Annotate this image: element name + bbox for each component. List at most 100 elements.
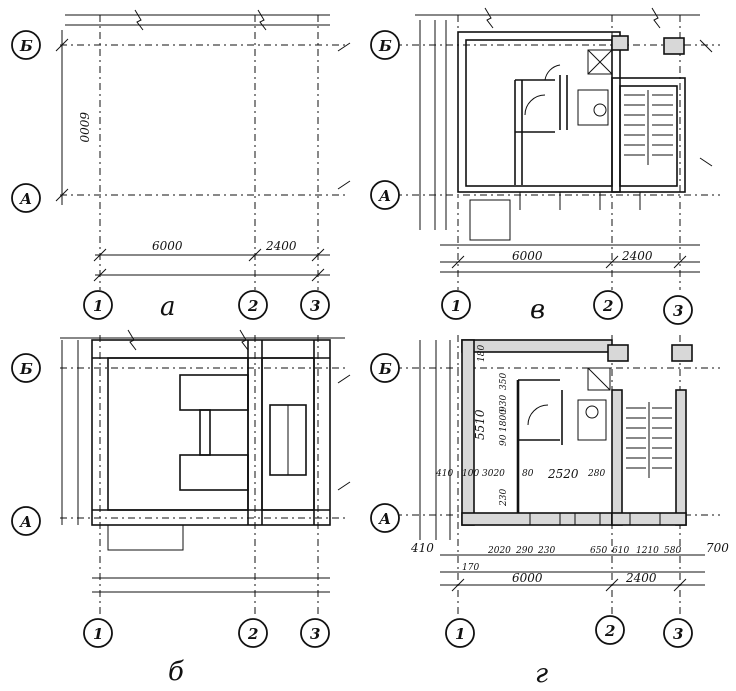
shaft-cross — [587, 49, 613, 75]
stair-flight — [624, 90, 673, 165]
dim-v-230: 230 — [499, 489, 509, 507]
dim-v-5510: 5510 — [473, 409, 487, 440]
sink — [593, 103, 607, 117]
dim-h-410-top: 410 — [435, 469, 453, 479]
dim-b-610: 610 — [612, 546, 629, 556]
axis-bubble-b — [370, 353, 400, 383]
axis-bubble-1 — [83, 618, 113, 648]
axis-bubble-b — [11, 30, 41, 60]
dim-2400: 2400 — [625, 571, 657, 585]
dim-v-180-top: 180 — [477, 345, 487, 362]
tick — [699, 39, 713, 53]
axis-bubble-3 — [300, 290, 330, 320]
dim-h-3020: 3020 — [482, 469, 505, 479]
axis-label-1: 1 — [93, 297, 103, 315]
break-mark — [484, 7, 494, 29]
balcony — [107, 524, 184, 551]
wall-axis-2 — [611, 389, 623, 526]
dim-6000: 6000 — [512, 571, 543, 585]
tick — [337, 180, 351, 190]
dim-v-930: 930 — [499, 395, 509, 412]
axis-label-a: А — [19, 190, 32, 208]
partition — [199, 409, 211, 456]
dim-b-230: 230 — [537, 546, 555, 556]
panel-caption-b: б — [168, 657, 184, 687]
dim-v-900: 90 — [499, 434, 509, 446]
tick — [699, 157, 713, 167]
dim-h-80: 80 — [522, 469, 534, 479]
tick — [337, 481, 351, 491]
axis-bubble-2 — [238, 290, 268, 320]
axis-bubble-a — [370, 503, 400, 533]
tick — [93, 268, 107, 282]
door-swing — [524, 94, 546, 116]
axis-bubble-2 — [238, 618, 268, 648]
axis-label-3: 3 — [310, 297, 320, 315]
axis-bubble-3 — [663, 295, 693, 325]
vent-shaft — [587, 49, 613, 75]
tick — [311, 268, 325, 282]
panel-caption-v: в — [530, 295, 545, 325]
axis-label-a: А — [378, 510, 391, 528]
axis-bubble-b — [11, 353, 41, 383]
axis-label-2: 2 — [247, 297, 258, 315]
tick — [248, 248, 262, 262]
tick — [451, 255, 465, 269]
column — [607, 344, 629, 362]
dim-left-410: 410 — [410, 541, 434, 555]
shaft-cross — [587, 367, 611, 391]
dim-b-650: 650 — [590, 546, 607, 556]
tick — [93, 248, 107, 262]
dim-6000: 6000 — [152, 239, 183, 253]
axis-label-2: 2 — [604, 622, 615, 640]
panel-caption-g: г — [535, 659, 548, 689]
break-mark — [127, 329, 137, 351]
column — [671, 344, 693, 362]
axis-label-1: 1 — [455, 625, 465, 643]
axis-label-3: 3 — [310, 625, 320, 643]
sink — [585, 405, 599, 419]
dim-6000-vertical: 6000 — [77, 112, 91, 143]
dim-b-290: 290 — [515, 546, 533, 556]
axis-label-a: А — [19, 513, 32, 531]
axis-bubble-a — [11, 506, 41, 536]
axis-bubble-1 — [83, 290, 113, 320]
panel-a: 6000 6000 2400 Б А 1 2 3 а — [11, 9, 351, 322]
break-mark — [651, 7, 661, 29]
dim-2400: 2400 — [265, 239, 297, 253]
axis-label-1: 1 — [451, 297, 461, 315]
dim-b-170: 170 — [462, 563, 479, 573]
axis-bubble-b — [370, 30, 400, 60]
balcony — [469, 199, 511, 241]
room-wall — [107, 357, 249, 511]
wall-axis-3 — [675, 389, 687, 526]
bathtub — [577, 89, 609, 126]
axis-label-2: 2 — [602, 297, 613, 315]
axis-label-3: 3 — [673, 625, 683, 643]
tick — [55, 188, 69, 202]
dim-right-700: 700 — [706, 541, 729, 555]
axis-bubble-a — [11, 183, 41, 213]
partition — [179, 454, 249, 491]
column — [611, 35, 629, 51]
outer-wall-bottom — [461, 512, 613, 526]
tick — [673, 578, 687, 592]
axis-label-b: Б — [19, 37, 33, 55]
panel-b: Б А 1 2 3 б — [11, 329, 351, 687]
dim-h-100: 100 — [462, 469, 479, 479]
bathtub — [577, 399, 607, 441]
axis-label-b: Б — [378, 360, 392, 378]
stair-wall-bottom — [611, 512, 687, 526]
window — [629, 512, 661, 526]
axis-label-b: Б — [378, 37, 392, 55]
dim-b-2020: 2020 — [487, 546, 511, 556]
column — [663, 37, 685, 55]
axis-label-1: 1 — [93, 625, 103, 643]
tick — [605, 578, 619, 592]
axis-bubble-1 — [441, 290, 471, 320]
axis-bubble-2 — [595, 615, 625, 645]
axis-bubble-3 — [300, 618, 330, 648]
panel-v: 6000 2400 Б А 1 2 3 в — [370, 7, 720, 325]
window — [574, 512, 601, 526]
stair-flight — [626, 402, 672, 478]
